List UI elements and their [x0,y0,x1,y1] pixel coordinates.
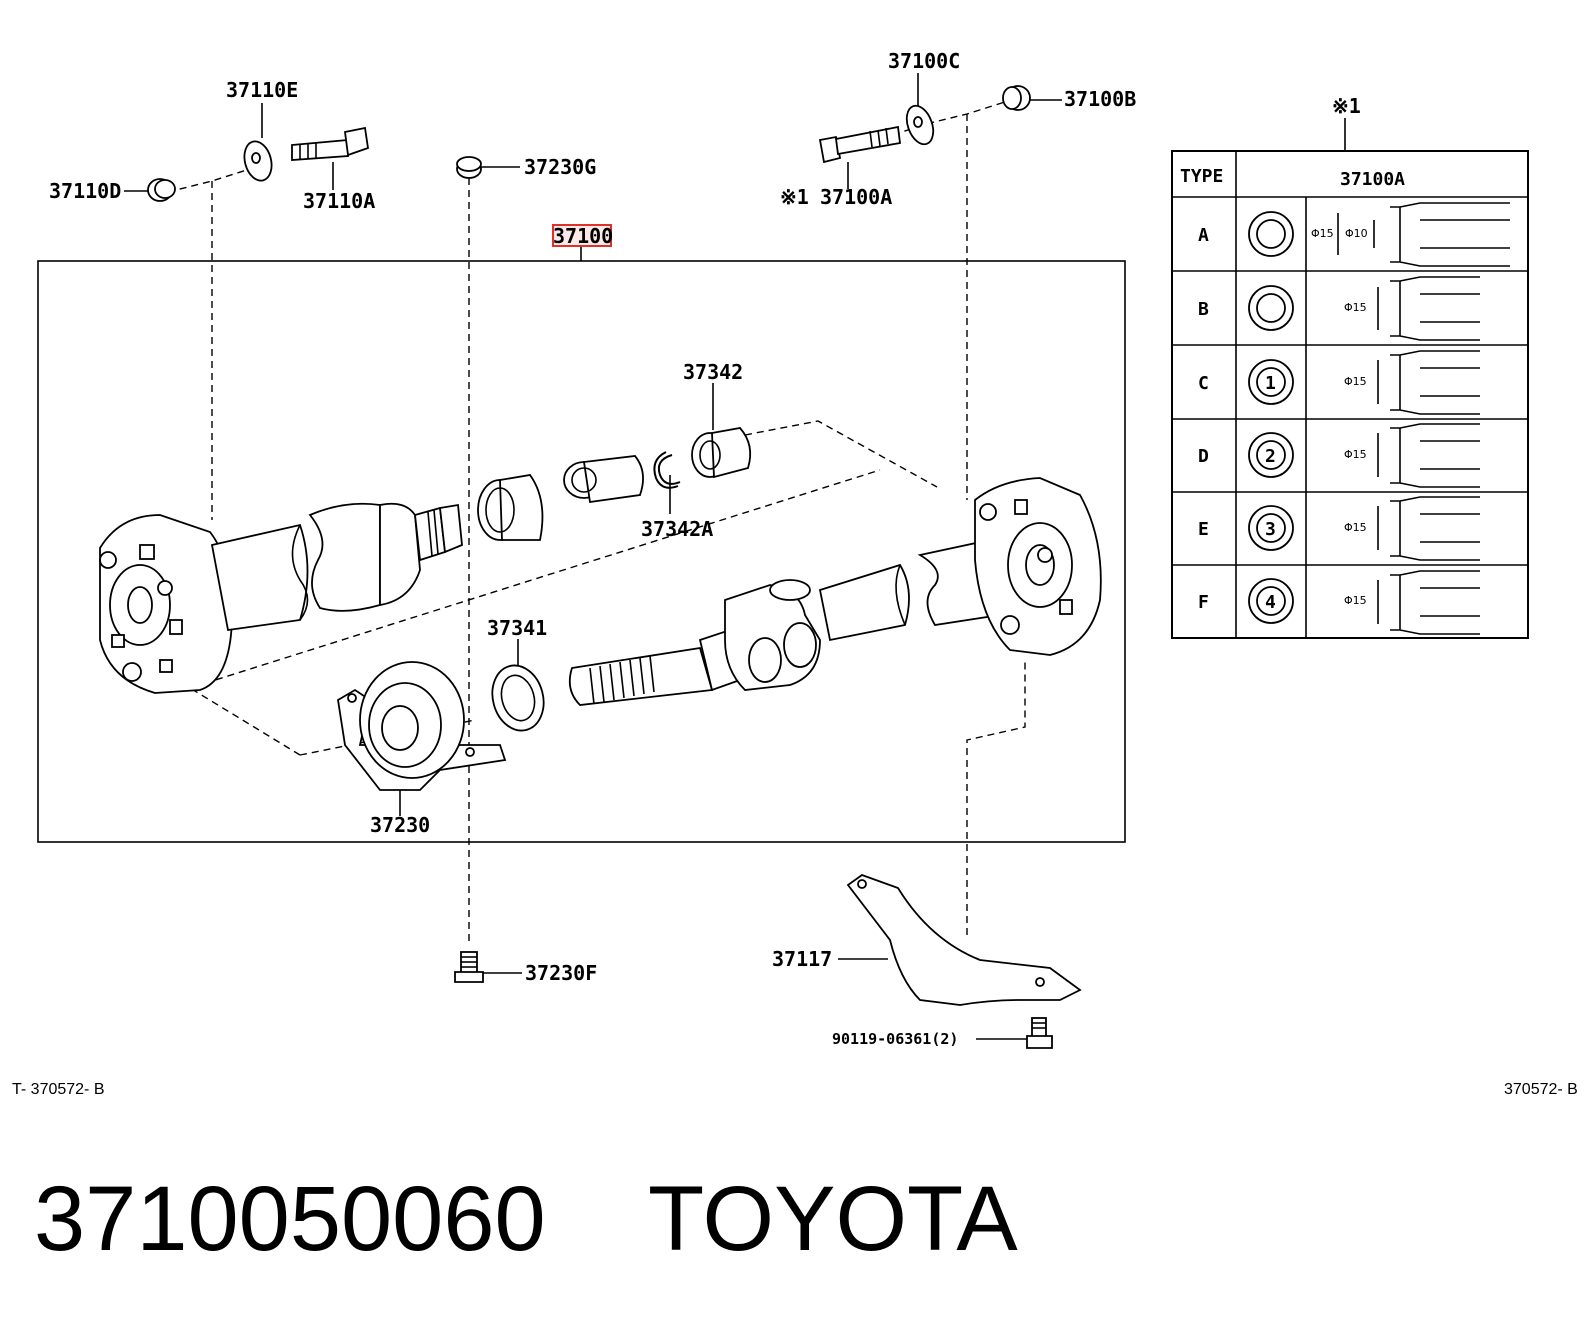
nut-37230g [456,156,482,179]
washer-37100c [905,104,935,146]
seal-37341 [491,664,545,732]
label-37110d: 37110D [49,179,121,203]
nut-icon-3 [1248,505,1294,551]
table-row-type: D [1198,446,1209,467]
label-37342: 37342 [683,360,743,384]
bolt-90119 [1026,1017,1053,1049]
nut-37110d [147,178,176,202]
label-37230: 37230 [370,813,430,837]
table-row-type: B [1198,299,1209,320]
label-37342a: 37342A [641,517,713,541]
table-row-dim: Φ15 [1344,521,1367,534]
nut-icon-4 [1248,578,1294,624]
bolt-37100a [818,125,901,164]
label-37117: 37117 [772,947,832,971]
table-row-mark: 3 [1265,519,1276,540]
label-37110e: 37110E [226,78,298,102]
brand-name: TOYOTA [648,1168,1018,1270]
boot-seal-set [477,427,752,541]
table-row-dim: Φ15 [1344,448,1367,461]
nut-icon [1248,285,1294,331]
type-table: ※1 TYPE 37100A A Φ15 Φ10 B Φ15 C [1171,94,1529,639]
bracket-37117 [846,873,1082,1006]
label-37100c: 37100C [888,49,960,73]
label-37341: 37341 [487,616,547,640]
nut-37100b [1002,85,1031,111]
ref-right: 370572- B [1504,1081,1578,1098]
table-row-dim: Φ15 [1311,227,1334,240]
table-row-dim: Φ15 [1344,375,1367,388]
label-37230g: 37230G [524,155,596,179]
front-shaft [210,502,463,632]
label-37110a: 37110A [303,189,375,213]
label-37100b: 37100B [1064,87,1136,111]
highlight-box [552,224,612,247]
table-row-type: A [1198,225,1209,246]
bolt-37110a [291,126,370,161]
part-number: 3710050060 [34,1168,546,1270]
table-row-dim: Φ15 [1344,594,1367,607]
table-row-mark: 4 [1265,592,1276,613]
label-37100a-mark: ※1 [780,185,809,209]
rear-flex-coupling [974,477,1102,656]
center-bearing-37230 [337,661,507,791]
rear-shaft [568,538,1002,706]
table-row-type: F [1198,592,1209,613]
front-flex-coupling [99,514,233,694]
bolt-37230f [454,951,484,983]
label-37100: 37100 [553,224,613,248]
solid-leaders [124,73,1062,1040]
label-90119-06361: 90119-06361(2) [832,1030,958,1048]
table-row-type: E [1198,519,1209,540]
table-row-mark: 2 [1265,446,1276,467]
table-row-dim: Φ10 [1345,227,1368,240]
table-note-mark: ※1 [1332,94,1361,118]
table-row-type: C [1198,373,1209,394]
washer-37110e [243,140,273,182]
ref-left: T- 370572- B [12,1081,105,1098]
nut-icon-2 [1248,432,1294,478]
nut-icon-1 [1248,359,1294,405]
label-37100a: 37100A [820,185,892,209]
table-row-mark: 1 [1265,373,1276,394]
nut-icon [1248,211,1294,257]
table-header-type: TYPE [1180,166,1223,187]
table-row-dim: Φ15 [1344,301,1367,314]
table-header-part: 37100A [1340,169,1405,190]
label-37230f: 37230F [525,961,597,985]
